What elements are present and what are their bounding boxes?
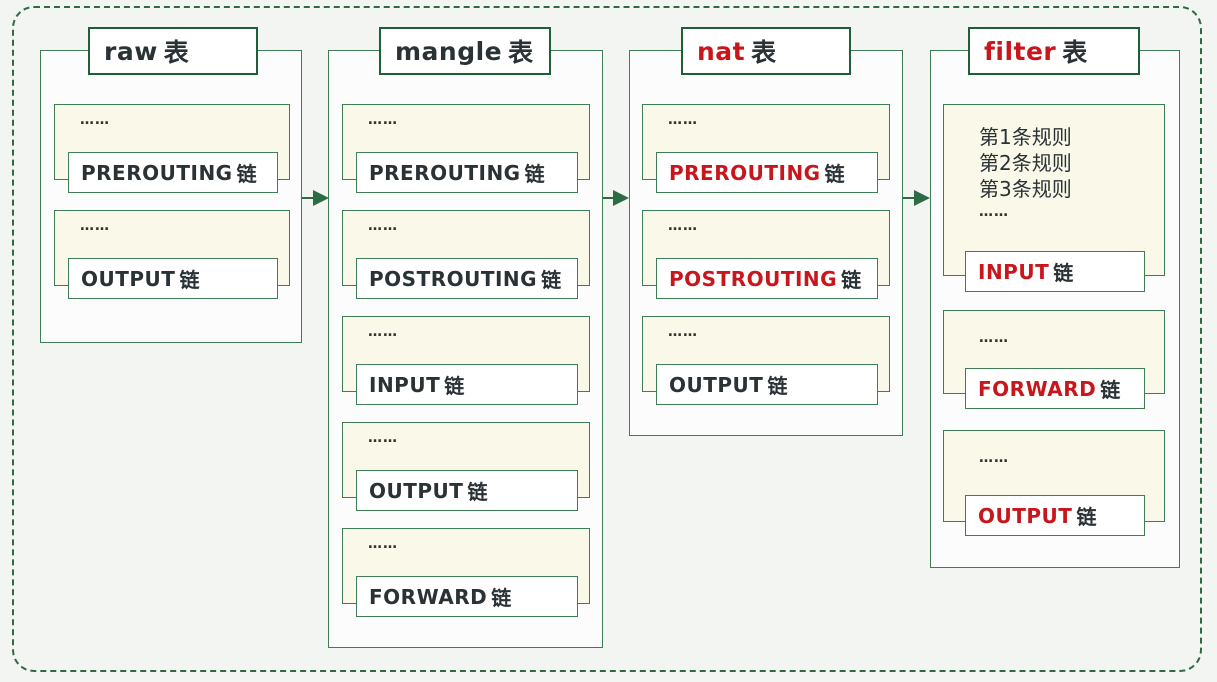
ellipsis: …… (368, 430, 398, 446)
ellipsis: …… (368, 536, 398, 552)
ellipsis: …… (979, 450, 1009, 466)
rule-item: 第3条规则 (979, 177, 1072, 201)
rule-item: 第1条规则 (979, 125, 1072, 149)
raw-table (40, 50, 302, 343)
ellipsis: …… (368, 112, 398, 128)
ellipsis: …… (979, 330, 1009, 346)
ellipsis: …… (668, 218, 698, 234)
ellipsis: …… (80, 112, 110, 128)
ellipsis: …… (668, 324, 698, 340)
ellipsis: …… (80, 218, 110, 234)
ellipsis: …… (979, 204, 1009, 220)
filter-chain-input (943, 104, 1165, 276)
ellipsis: …… (368, 324, 398, 340)
raw-table-name: raw (104, 36, 158, 66)
filter-rule-list: 第1条规则 第2条规则 第3条规则 (979, 124, 1072, 202)
rule-item: 第2条规则 (979, 151, 1072, 175)
ellipsis: …… (668, 112, 698, 128)
ellipsis: …… (368, 218, 398, 234)
outer-container (12, 6, 1202, 672)
